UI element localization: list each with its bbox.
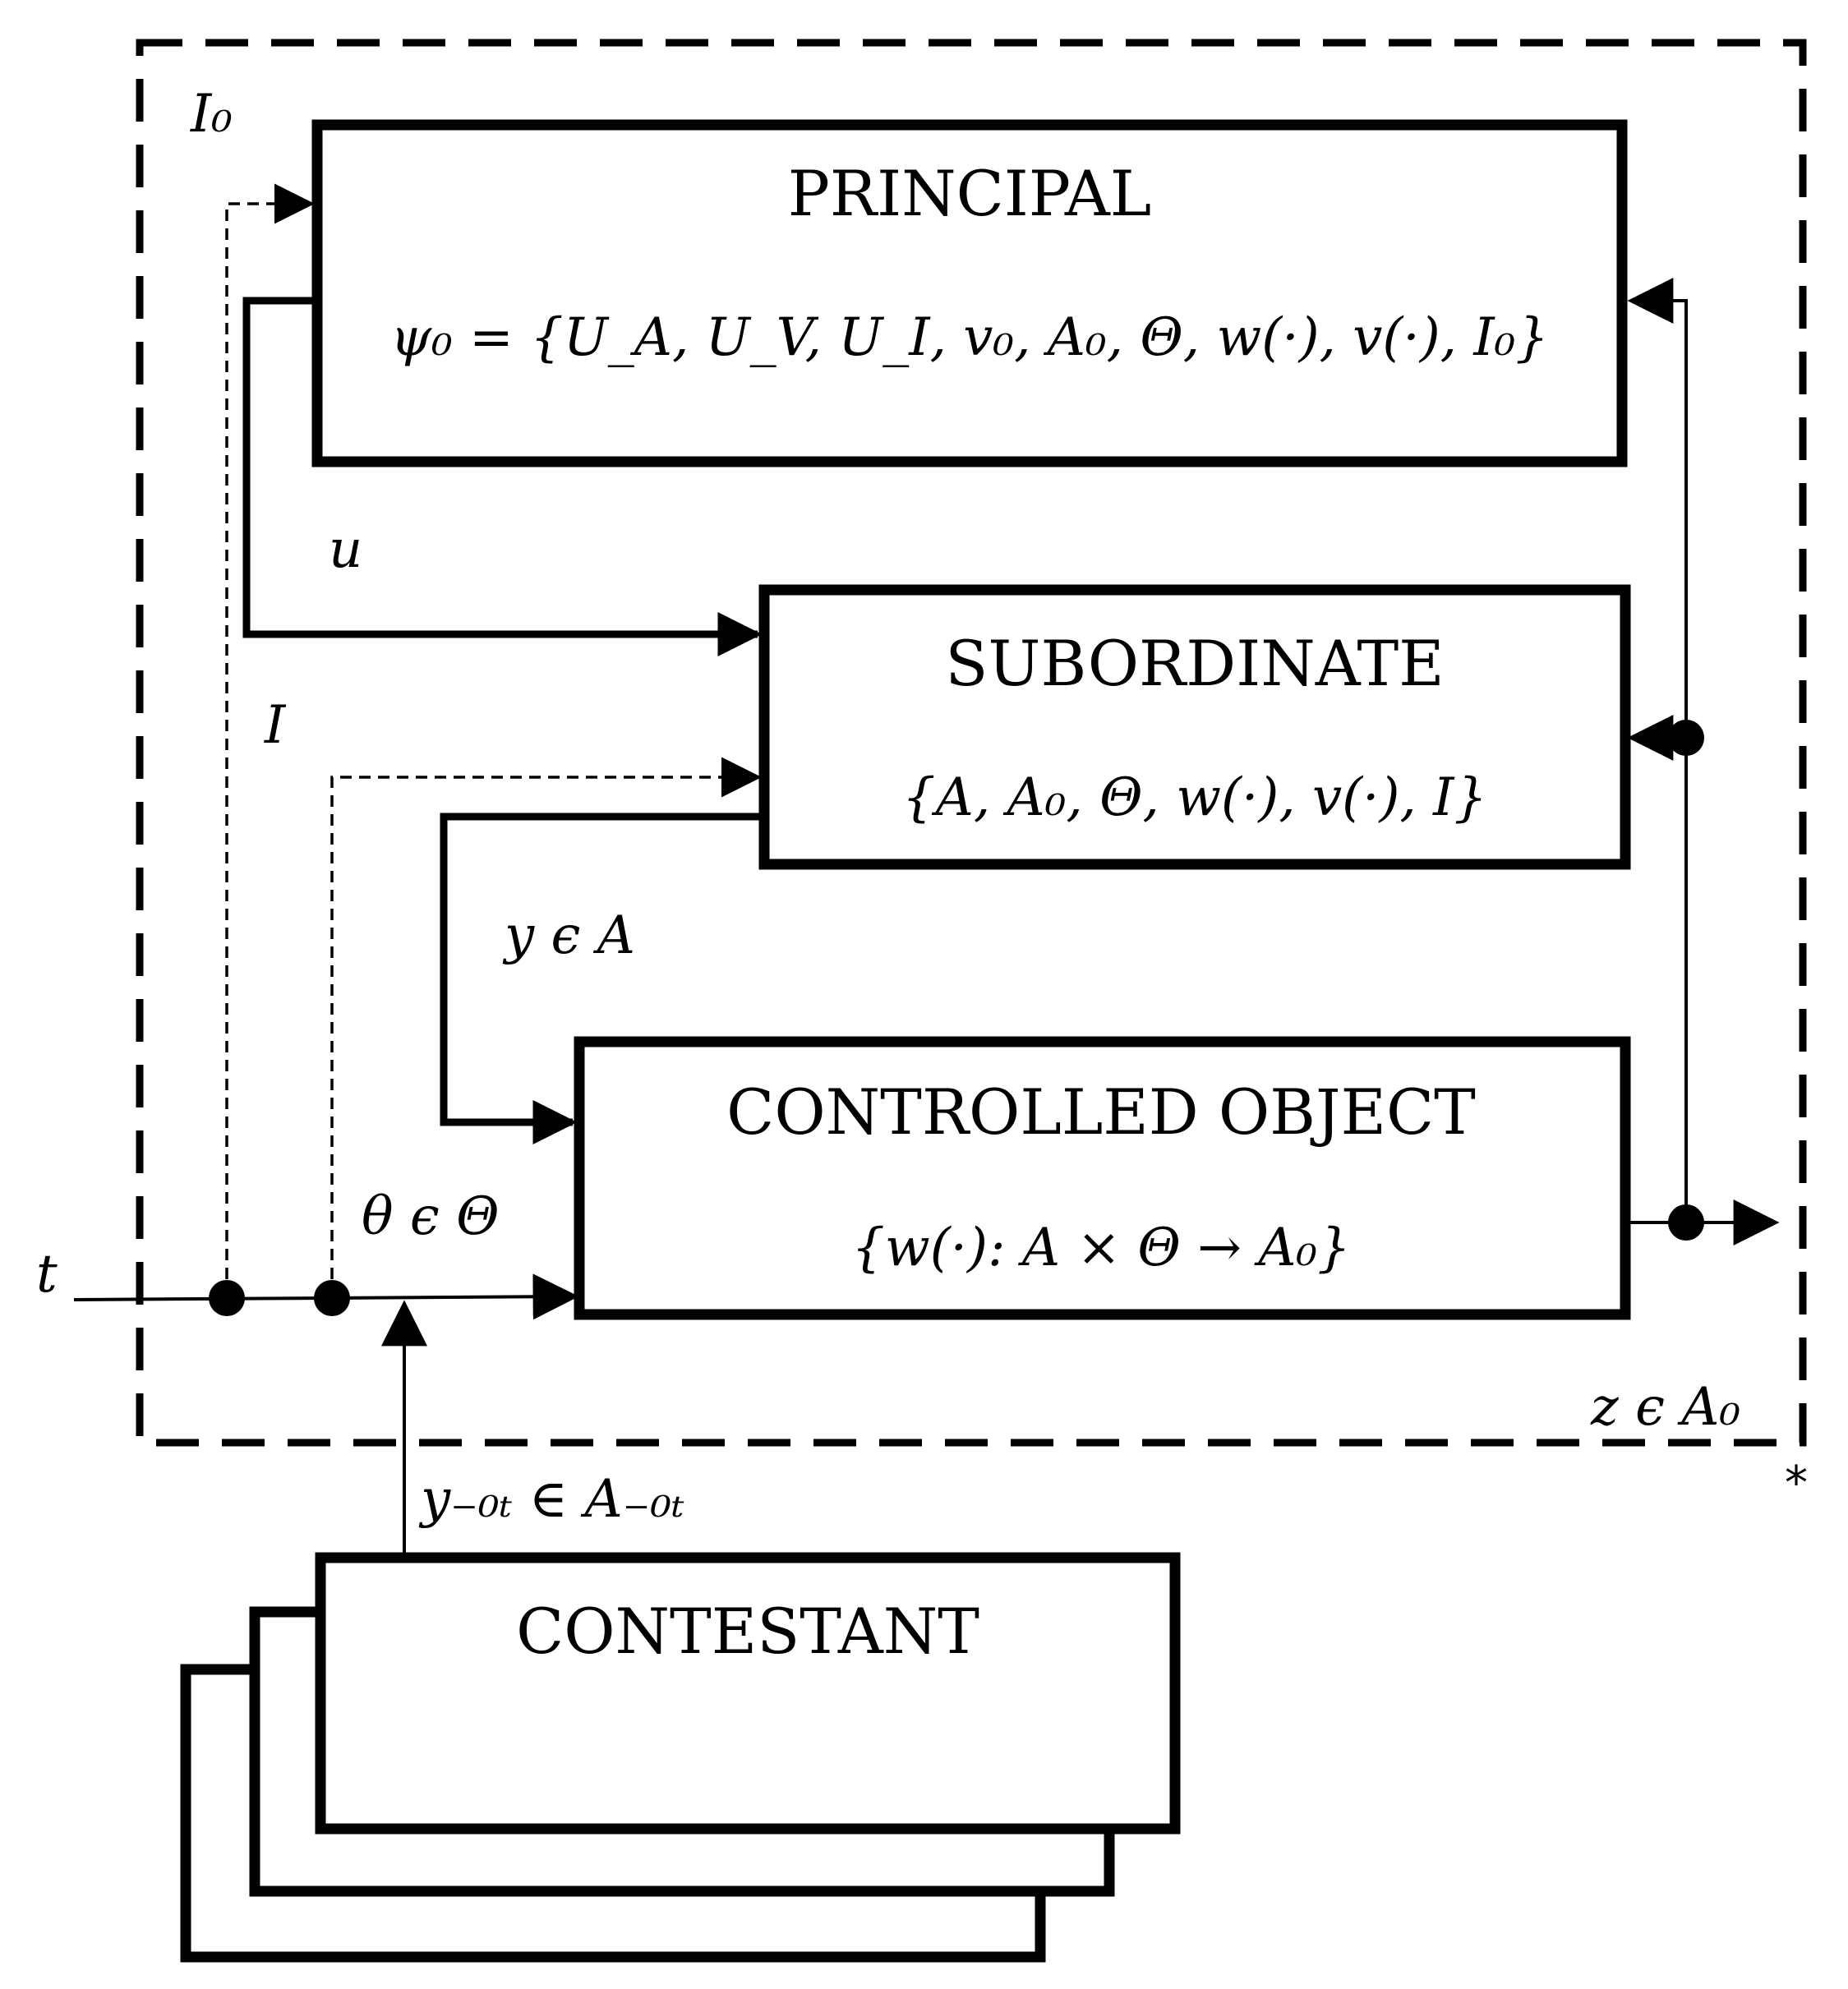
junction-dot-t-I0 bbox=[209, 1280, 245, 1316]
label-y-in-A: y ϵ A bbox=[502, 905, 635, 966]
controlled-object-title: CONTROLLED OBJECT bbox=[726, 1075, 1476, 1149]
contestant-stack: CONTESTANT bbox=[180, 1552, 1181, 1963]
subordinate-block: SUBORDINATE {A, A₀, Θ, w(·), v(·), I} bbox=[758, 584, 1631, 870]
label-u: u bbox=[329, 519, 362, 580]
connector-feedback-principal bbox=[1627, 278, 1688, 1222]
system-boundary bbox=[136, 39, 1807, 1447]
junction-dot-t-I bbox=[314, 1280, 350, 1316]
label-y-minus0t: y₋₀ₜ ∈ A₋₀ₜ bbox=[418, 1469, 684, 1530]
junction-dot-feedback bbox=[1668, 720, 1704, 756]
contestant-title: CONTESTANT bbox=[516, 1595, 979, 1668]
connector-u bbox=[242, 297, 763, 656]
subordinate-title: SUBORDINATE bbox=[945, 627, 1444, 700]
controlled-object-block: CONTROLLED OBJECT {w(·): A × Θ → A₀} bbox=[574, 1036, 1631, 1320]
connector-y bbox=[440, 813, 764, 1144]
subordinate-formula: {A, A₀, Θ, w(·), v(·), I} bbox=[902, 767, 1487, 828]
contestant-card-front bbox=[315, 1552, 1181, 1835]
principal-title: PRINCIPAL bbox=[788, 157, 1152, 230]
controlled-object-formula: {w(·): A × Θ → A₀} bbox=[851, 1218, 1351, 1278]
label-star: * bbox=[1785, 1457, 1808, 1510]
label-t: t bbox=[36, 1244, 58, 1305]
label-z-in-A0: z ϵ A₀ bbox=[1590, 1377, 1740, 1438]
junction-dot-output bbox=[1668, 1204, 1704, 1241]
principal-block: PRINCIPAL ψ₀ = {U_A, U_V, U_I, v₀, A₀, Θ… bbox=[311, 119, 1628, 467]
label-I0: I₀ bbox=[190, 84, 233, 145]
label-theta-in-Theta: θ ϵ Θ bbox=[362, 1186, 500, 1247]
connector-I-dashed bbox=[330, 757, 762, 1298]
label-I: I bbox=[264, 695, 287, 756]
principal-formula: ψ₀ = {U_A, U_V, U_I, v₀, A₀, Θ, w(·), v(… bbox=[390, 307, 1549, 368]
connector-I0-dashed bbox=[225, 183, 315, 1298]
